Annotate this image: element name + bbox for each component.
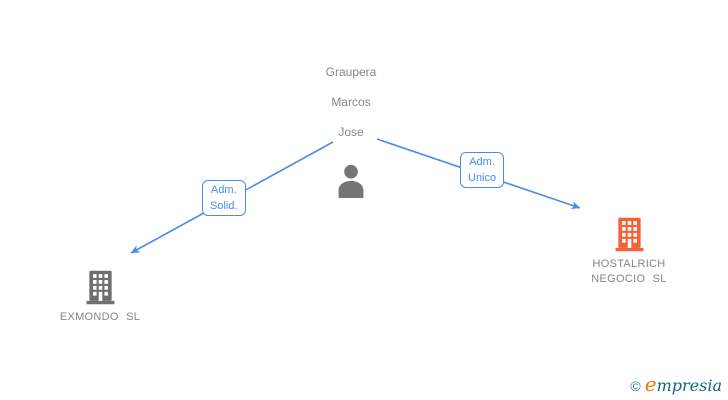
edge-label-line: Adm.: [210, 184, 237, 196]
empresia-logo[interactable]: © e mpresia: [630, 372, 722, 396]
company-name-line: NEGOCIO SL: [591, 273, 667, 285]
person-name: Graupera Marcos Jose: [326, 50, 377, 155]
person-name-line: Graupera: [325, 65, 377, 79]
company-name-line: HOSTALRICH: [592, 258, 666, 270]
edge-label-line: Adm.: [469, 156, 495, 168]
company-node-exmondo[interactable]: EXMONDO SL: [40, 269, 160, 325]
brand-name: mpresia: [656, 376, 722, 395]
copyright-icon: ©: [630, 378, 641, 394]
person-icon: [338, 164, 364, 198]
building-icon: [615, 217, 643, 252]
person-node[interactable]: Graupera Marcos Jose: [296, 50, 406, 198]
person-name-line: Jose: [338, 125, 364, 139]
building-icon: [86, 270, 114, 305]
person-name-line: Marcos: [331, 95, 371, 109]
brand-lead-letter: e: [644, 372, 657, 396]
edge-label-line: Unico: [468, 172, 497, 184]
company-node-hostalrich[interactable]: HOSTALRICH NEGOCIO SL: [569, 216, 689, 287]
company-name: HOSTALRICH NEGOCIO SL: [591, 257, 666, 287]
edge-label-adm-unico: Adm. Unico: [460, 152, 505, 188]
company-name: EXMONDO SL: [60, 310, 140, 325]
edge-label-line: Solid.: [210, 200, 238, 212]
edge-label-adm-solid: Adm. Solid.: [202, 180, 246, 216]
company-name-line: EXMONDO SL: [59, 311, 141, 323]
